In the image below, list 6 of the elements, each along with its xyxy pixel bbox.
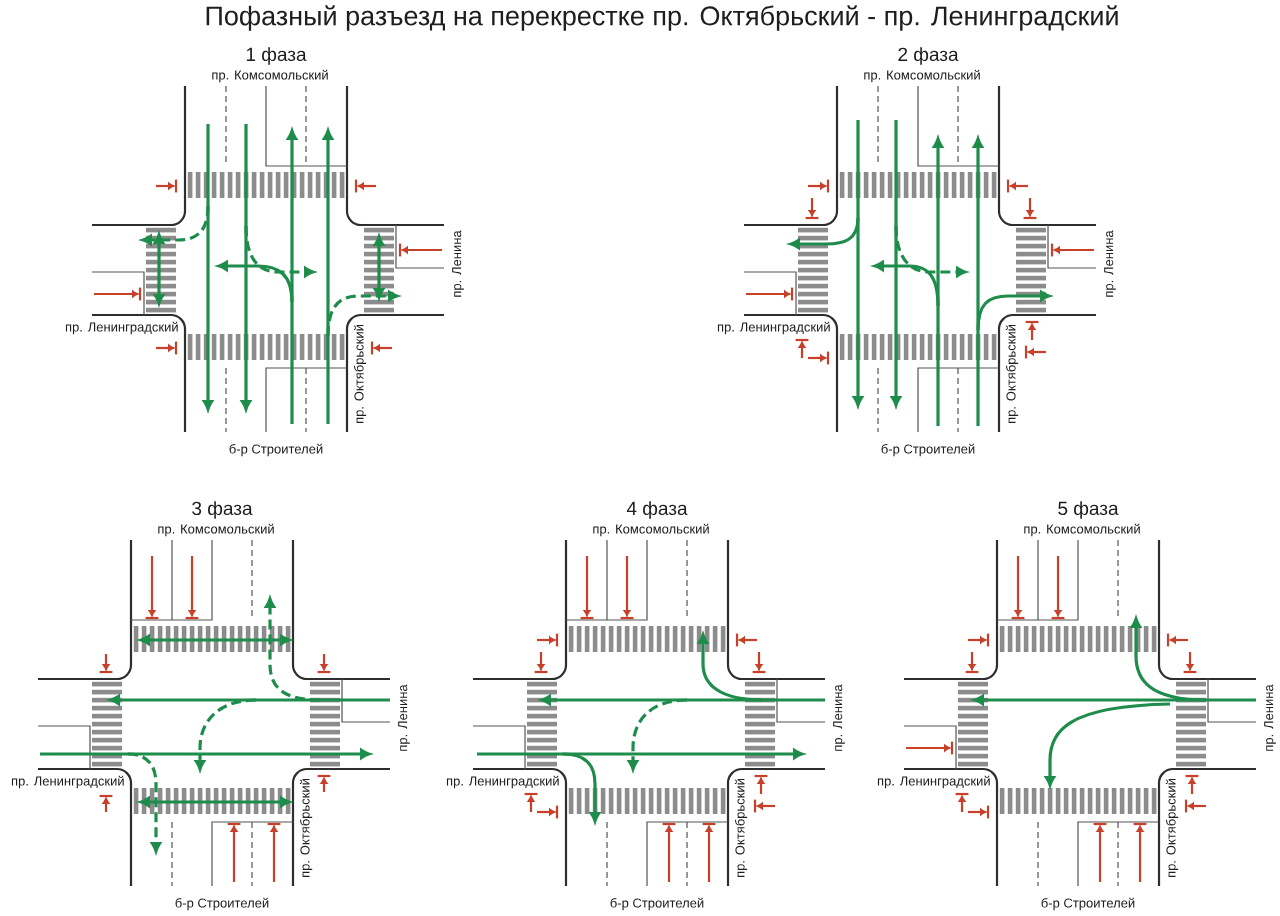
phase-heading: 5 фаза: [1058, 501, 1119, 519]
phase-heading: 2 фаза: [898, 47, 959, 65]
phase-heading: 3 фаза: [192, 501, 253, 519]
phase-heading: 1 фаза: [246, 47, 307, 65]
phase-heading: 4 фаза: [626, 501, 688, 519]
title: Пофазный разъезд на перекрестке пр. Октябрьский - пр. Ленинградский: [206, 5, 1118, 31]
